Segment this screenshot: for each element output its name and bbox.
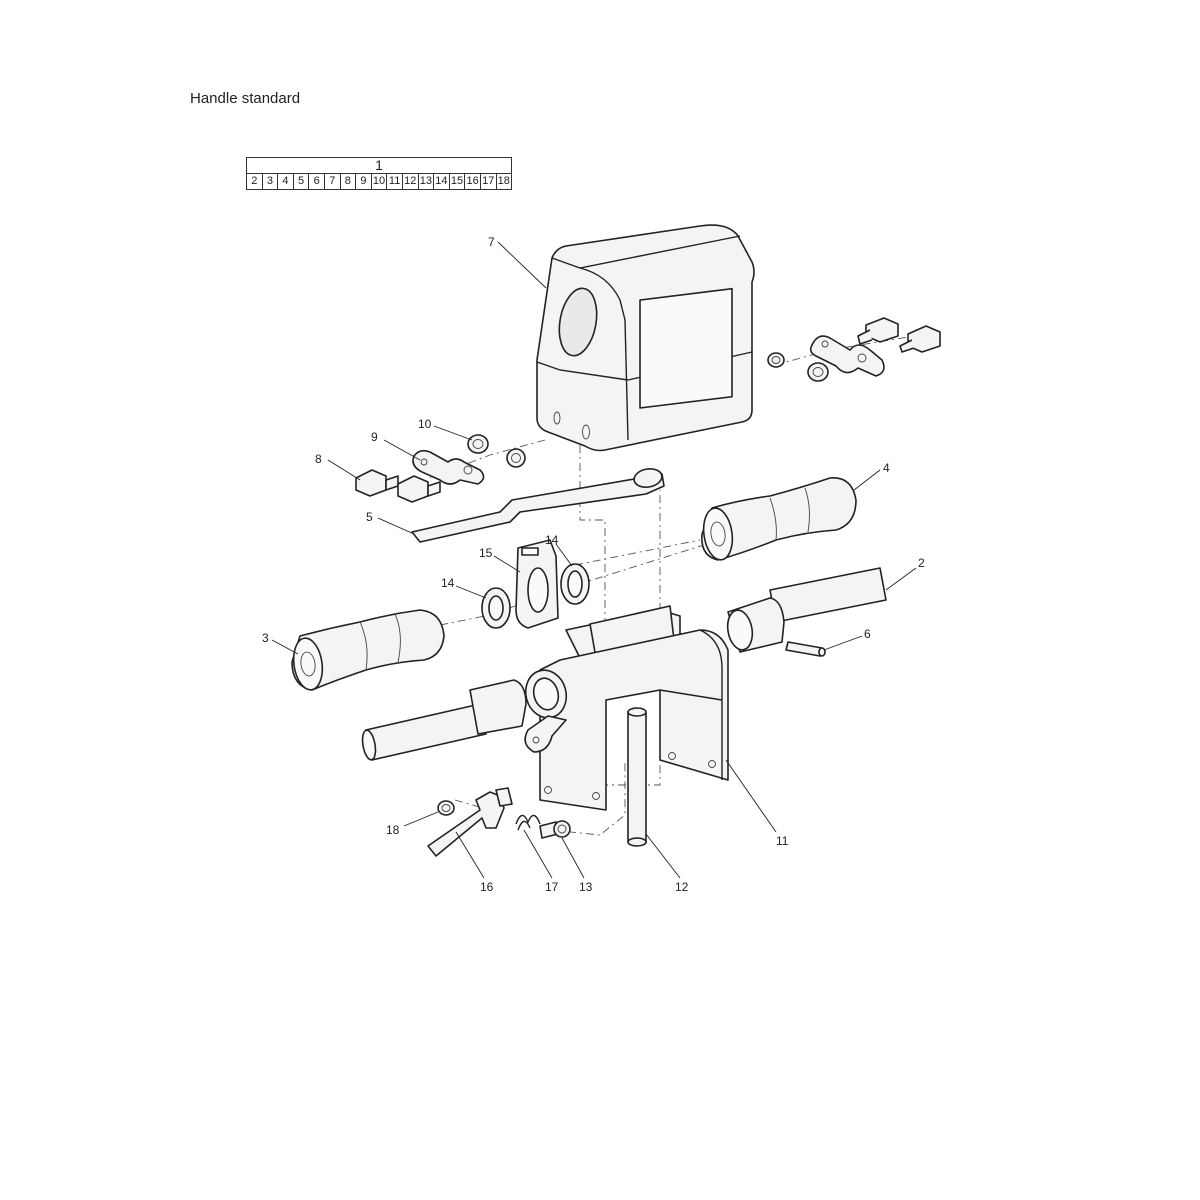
page-title: Handle standard (190, 90, 301, 107)
callout-12: 12 (675, 880, 689, 894)
callout-9: 9 (371, 430, 378, 444)
assembly-child-cell: 4 (277, 173, 294, 190)
callout-11: 11 (776, 834, 789, 848)
right-side-fasteners (767, 317, 941, 382)
callout-14-upper: 14 (545, 533, 559, 547)
part-12-rod (627, 707, 647, 847)
part-4-right-grip (701, 477, 857, 561)
callout-14-lower: 14 (441, 576, 455, 590)
callout-5: 5 (366, 510, 373, 524)
left-tube (361, 679, 527, 761)
callout-17: 17 (545, 880, 559, 894)
callout-13: 13 (579, 880, 593, 894)
assembly-child-cell: 18 (495, 173, 513, 190)
callout-7: 7 (488, 235, 495, 249)
callout-6: 6 (864, 627, 871, 641)
callout-8: 8 (315, 452, 322, 466)
part-15-14-plates (481, 539, 590, 629)
callout-10: 10 (418, 417, 432, 431)
part-6-pin (785, 641, 826, 657)
callout-15: 15 (479, 546, 493, 560)
callout-18: 18 (386, 823, 400, 837)
callout-numbers: 7 10 9 8 5 4 15 14 14 2 3 6 18 11 16 17 … (262, 235, 925, 894)
assembly-child-cell: 17 (479, 173, 497, 190)
part-2-right-tube (726, 567, 887, 653)
part-7-cover (536, 224, 755, 452)
assembly-child-cell: 7 (323, 173, 341, 190)
part-3-left-grip (291, 609, 445, 691)
assembly-child-cell: 16 (464, 173, 481, 190)
leader-lines (271, 241, 917, 879)
callout-2: 2 (918, 556, 925, 570)
callout-16: 16 (480, 880, 494, 894)
part-11-frame (524, 605, 729, 811)
callout-3: 3 (262, 631, 269, 645)
assembly-child-cell: 11 (386, 173, 403, 190)
left-side-fasteners (355, 434, 526, 503)
callout-4: 4 (883, 461, 890, 475)
part-5-lever (411, 468, 665, 543)
lower-small-parts (427, 787, 571, 857)
